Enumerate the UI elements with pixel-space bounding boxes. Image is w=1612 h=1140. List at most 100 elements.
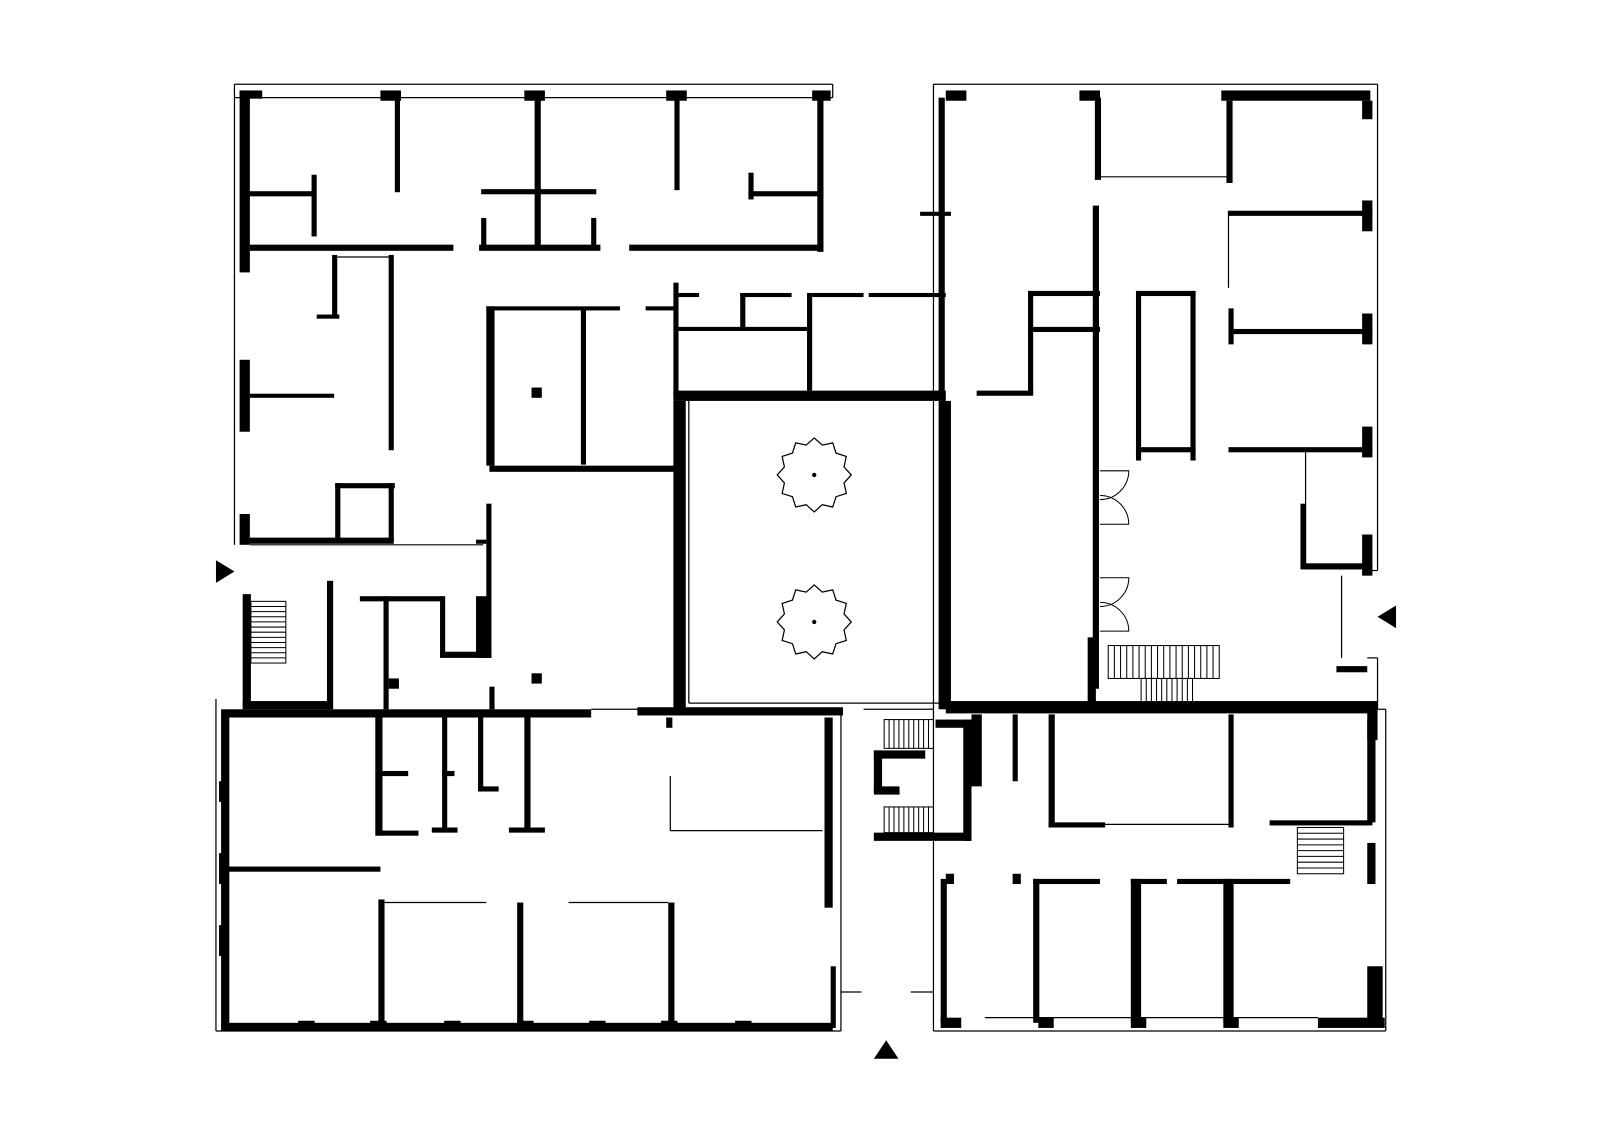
wall [1362,100,1373,120]
wall [249,393,335,398]
wall [239,359,250,432]
wall [489,465,675,472]
wall [249,244,454,251]
wall [298,1020,315,1029]
wall [1228,714,1234,828]
wall [1228,308,1234,345]
wall [1130,878,1167,885]
wall [940,878,947,1023]
wall [868,292,946,298]
wall [1012,714,1018,782]
wall [1300,563,1373,570]
entrance-markers [215,560,1397,1059]
wall [824,717,833,908]
staircases [250,600,1345,875]
wall [963,719,972,841]
wall [666,717,673,728]
wall [531,673,542,684]
wall [431,827,458,833]
wall [481,217,487,249]
wall [1190,290,1196,461]
wall [1362,534,1373,576]
wall [1336,666,1368,673]
wall [440,651,492,658]
wall [673,282,679,396]
courtyard-trees [776,437,853,660]
door-swing-icon [1099,577,1130,632]
wall [478,717,484,790]
wall [1012,873,1021,885]
wall [920,211,951,216]
wall [394,97,400,193]
wall [476,539,487,544]
wall [748,191,819,197]
wall [1367,719,1376,823]
wall [221,709,592,718]
wall [1135,290,1196,297]
wall [971,714,982,787]
wall [219,925,228,956]
wall [316,314,340,319]
walls [219,90,1385,1032]
wall [219,781,228,802]
wall [378,899,385,1028]
wall [873,750,883,792]
stair-icon [883,719,934,749]
wall [678,292,700,298]
wall [678,326,808,332]
wall [1228,210,1373,216]
wall [1130,878,1142,1023]
wall [817,97,824,252]
wall [311,174,317,237]
wall [517,1020,534,1029]
wall [1362,313,1373,345]
wall [945,90,967,101]
stair-icon [1296,826,1345,875]
wall [1226,100,1233,183]
wall [673,400,686,710]
wall [359,596,443,602]
wall [332,254,338,317]
wall [935,719,972,728]
entrance-arrow-icon [1377,605,1397,629]
wall [335,483,395,489]
wall [380,830,419,836]
door-swing-icon [1099,470,1130,525]
wall [1300,503,1306,566]
wall [1135,290,1142,461]
wall [508,827,545,833]
wall [1094,97,1102,180]
wall [945,873,955,885]
wall [1033,878,1100,885]
wall [1223,1017,1239,1028]
wall [517,902,524,1028]
wall [589,1020,606,1029]
wall [239,90,250,273]
wall [239,90,263,99]
wall [476,596,489,658]
wall [807,292,813,391]
wall [740,292,746,329]
wall [873,786,900,795]
wall [489,686,495,710]
wall [940,1017,962,1028]
wall [370,1020,387,1029]
wall [524,717,531,831]
wall [1221,90,1371,101]
wall [812,90,831,101]
wall [1130,1017,1147,1028]
wall [1028,326,1100,333]
wall [440,596,446,656]
entrance-arrow-icon [873,1040,899,1059]
wall [486,503,492,658]
wall [388,678,399,689]
wall [1228,447,1373,453]
wall [1317,1017,1385,1028]
wall [242,701,330,710]
wall [1033,878,1040,1023]
wall [637,707,844,716]
stair-icon [1140,677,1194,708]
wall [239,513,250,545]
